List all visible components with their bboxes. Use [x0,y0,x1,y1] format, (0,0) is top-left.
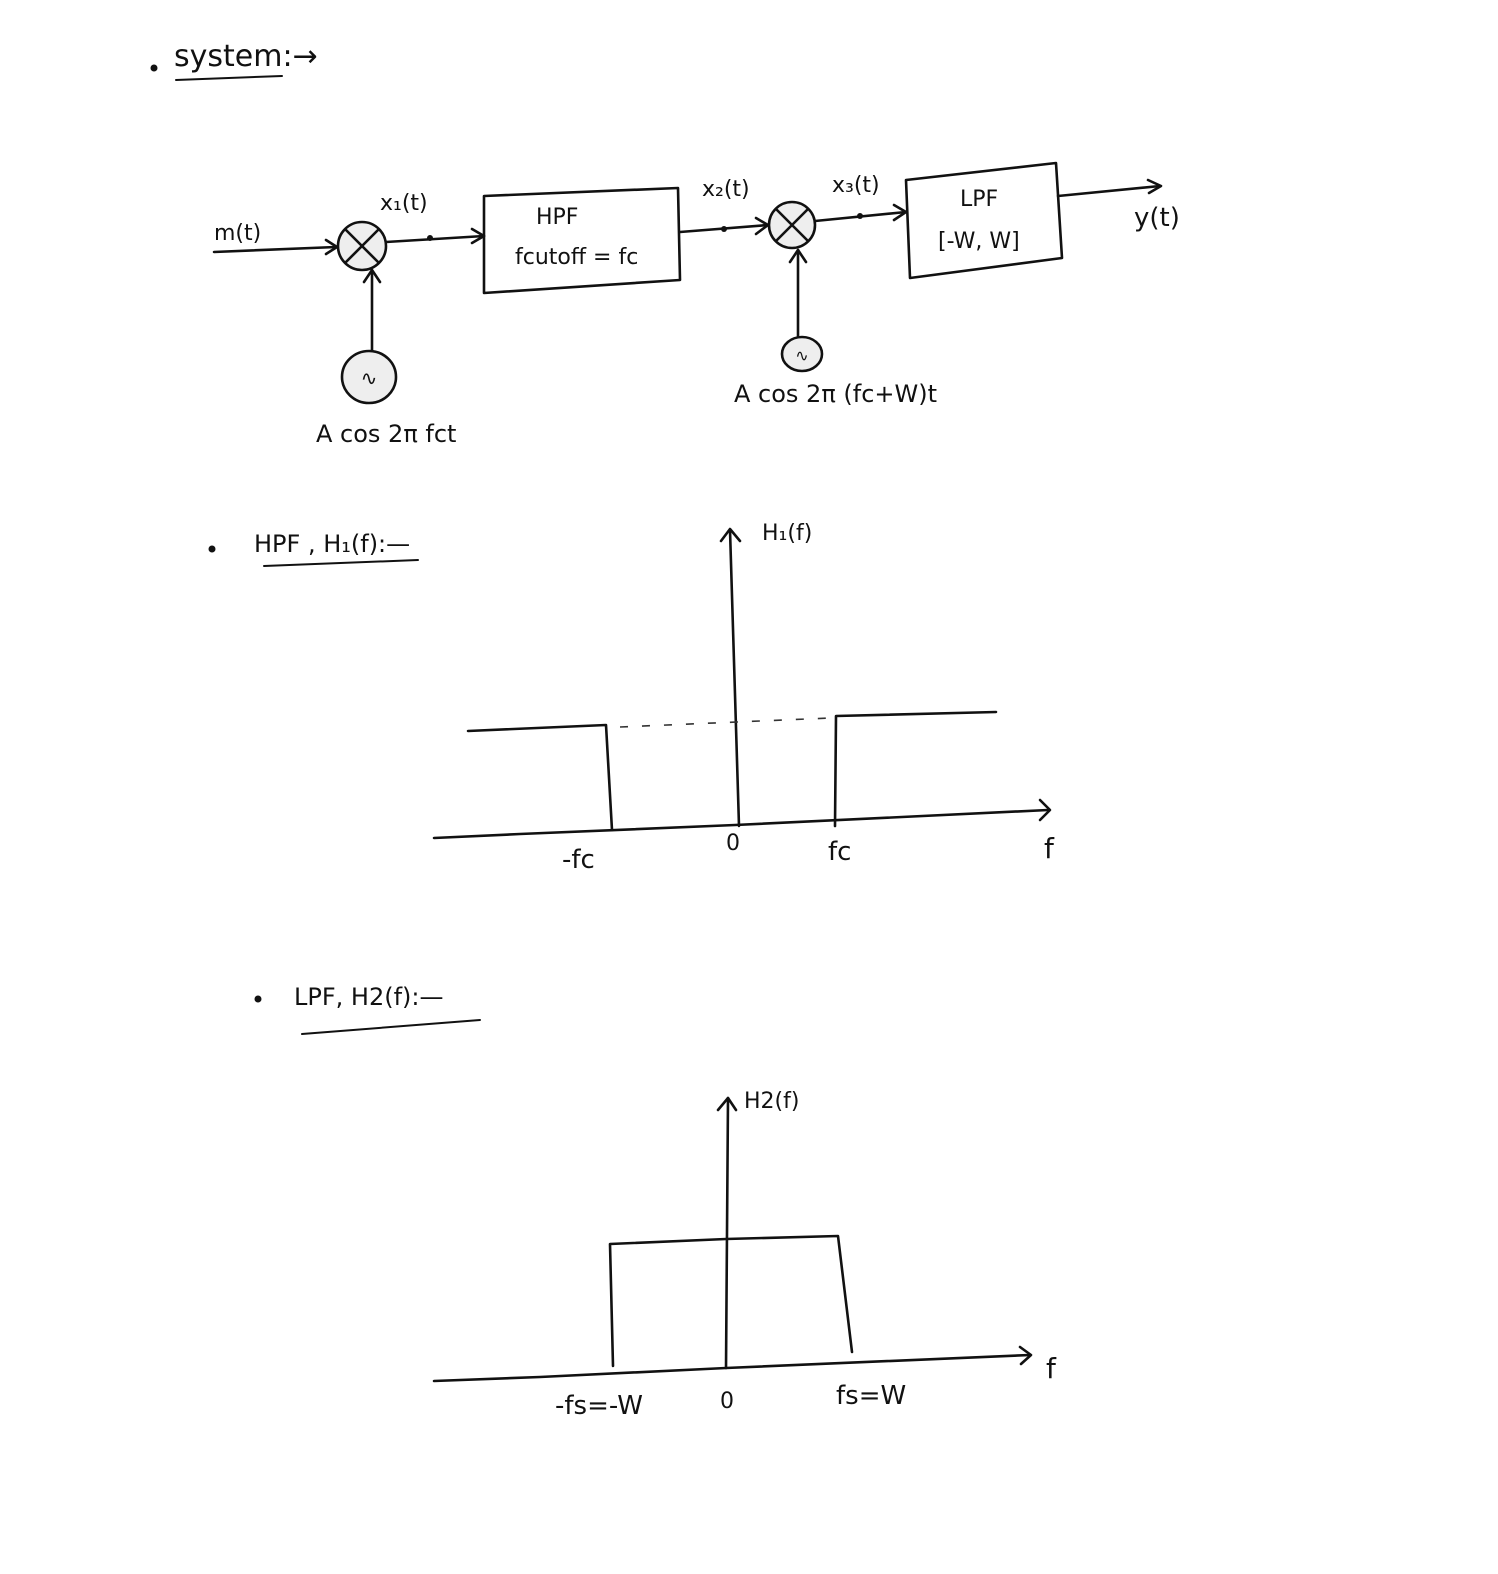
y-axis [724,1096,730,1370]
mixer-1 [336,220,388,272]
heading-underline [175,75,283,81]
block-diagram: m(t) x₁(t) ∿ A cos 2π fct HPF fcutoff = … [212,161,1180,448]
output-line [1056,184,1162,198]
passband-right-edge [833,710,998,828]
hpf-block: HPF fcutoff = fc [482,186,682,295]
arrowhead-icon [1146,178,1163,195]
x-axis [432,808,1050,840]
hpf-frequency-plot: f H₁(f) -fc 0 fc [432,521,1055,875]
arrowhead-icon [719,527,742,543]
oscillator-2-icon [780,335,824,373]
arrowhead-icon [1038,798,1052,822]
oscillator-1-icon [340,349,398,405]
lpf-block-title: LPF [960,187,998,212]
tick-fc: fc [828,837,851,867]
bullet-dot [150,64,158,72]
arrowhead-icon [788,248,808,264]
stopband-left-edge [466,723,614,832]
lpf-heading: LPF, H2(f):— [294,983,443,1011]
tick-neg-fc: -fc [562,845,595,875]
arrowhead-icon [1018,1345,1033,1366]
line-x1 [384,234,486,244]
arrowhead-icon [892,203,908,222]
system-heading: system:→ [174,39,318,74]
y-axis-label: H2(f) [744,1089,799,1114]
bullet-dot [208,545,216,553]
oscillator-1-label: A cos 2π fct [316,420,456,448]
y-axis-label: H₁(f) [762,521,812,546]
signal-label-x2: x₂(t) [702,177,750,202]
hpf-block-param: fcutoff = fc [515,245,638,270]
tick-zero: 0 [726,831,740,856]
output-label-y: y(t) [1134,203,1180,233]
tick-w: fs=W [836,1381,906,1411]
x-axis [432,1353,1032,1383]
passband-level-dash [619,717,831,728]
oscillator-2-label: A cos 2π (fc+W)t [734,380,937,408]
y-axis [728,528,741,828]
signal-label-x1: x₁(t) [380,191,428,216]
lpf-block: LPF [-W, W] [904,161,1064,280]
input-label-m: m(t) [214,221,261,246]
tick-neg-w: -fs=-W [555,1391,643,1421]
heading-underline [263,559,419,567]
arrowhead-icon [716,1096,738,1112]
x-axis-label: f [1046,1352,1057,1385]
input-line [212,245,338,254]
oscillator-2-symbol: ∿ [795,346,808,365]
tick-zero: 0 [720,1389,734,1414]
heading-underline [301,1019,481,1035]
oscillator-1-symbol: ∿ [361,366,378,390]
x-axis-label: f [1044,832,1055,865]
mixer-2 [767,200,817,250]
lpf-frequency-plot: f H2(f) -fs=-W 0 fs=W [432,1089,1057,1421]
signal-label-x3: x₃(t) [832,173,880,198]
lpf-passband-rect [608,1234,854,1368]
lpf-block-param: [-W, W] [938,229,1020,254]
arrowhead-icon [362,268,382,284]
hpf-heading: HPF , H₁(f):— [254,530,410,558]
bullet-dot [254,995,262,1003]
hpf-block-title: HPF [536,205,578,230]
